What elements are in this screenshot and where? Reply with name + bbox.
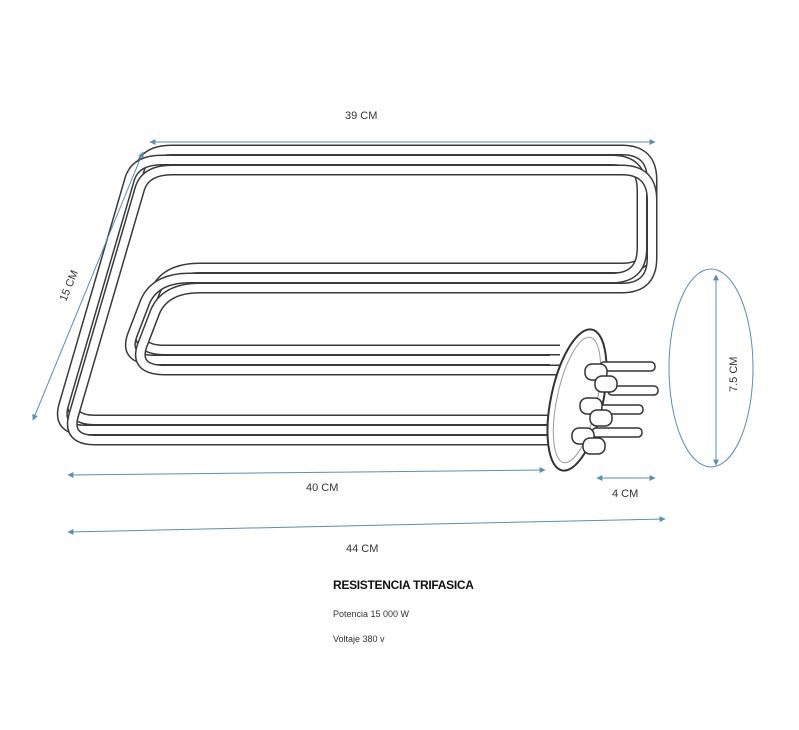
dim-line-40cm [67,467,546,478]
dimension-lines [32,139,754,535]
dim-label-7-5cm: 7.5 CM [728,357,740,392]
dim-label-4cm: 4 CM [612,488,638,500]
voltage-spec: Voltaje 380 v [333,634,385,644]
dim-label-44cm: 44 CM [346,543,378,555]
power-spec: Potencia 15 000 W [333,609,410,619]
dim-line-44cm [67,516,666,535]
terminal-studs [571,361,659,455]
dim-line-15cm [32,151,144,421]
dim-label-40cm: 40 CM [306,482,338,494]
dim-label-15cm: 15 CM [58,269,81,304]
dim-label-39cm: 39 CM [345,110,377,122]
flange-diameter-ellipse [668,268,754,468]
product-title: RESISTENCIA TRIFASICA [333,578,474,592]
